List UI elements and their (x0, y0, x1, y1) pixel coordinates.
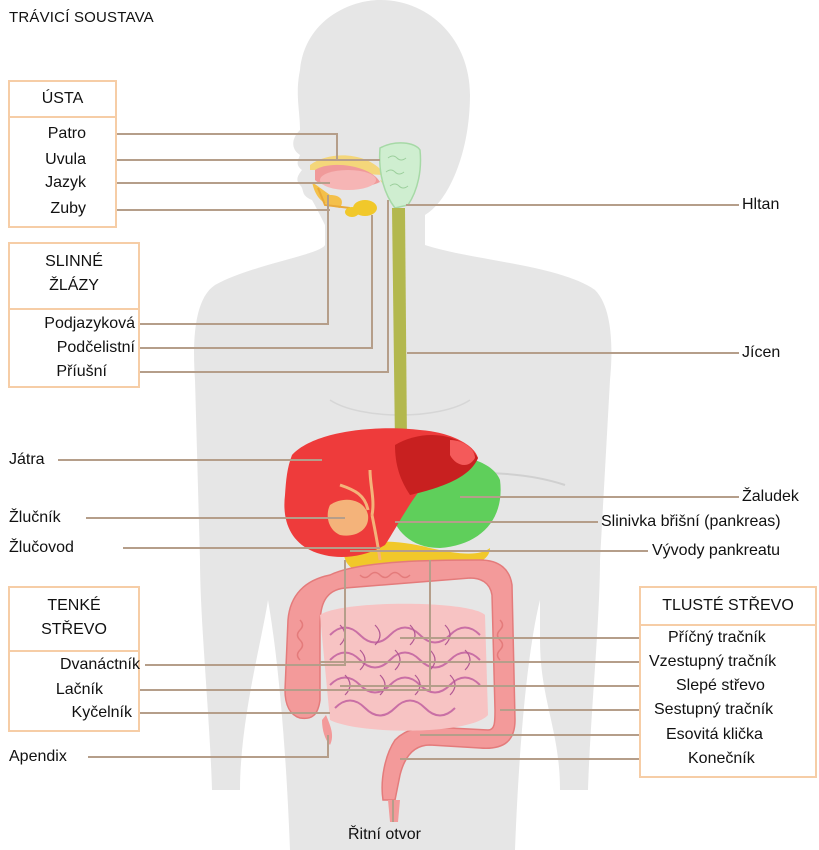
label-hltan: Hltan (742, 195, 779, 215)
salivary-heading-line2: ŽLÁZY (10, 274, 138, 298)
label-apendix: Apendix (9, 747, 67, 767)
diagram-title: TRÁVICÍ SOUSTAVA (9, 9, 154, 26)
salivary-group-heading: SLINNÉ ŽLÁZY (10, 244, 138, 310)
label-zuby: Zuby (10, 199, 86, 219)
small-intestine-heading: TENKÉ STŘEVO (10, 588, 138, 652)
label-jatra: Játra (9, 450, 45, 470)
label-ritni-otvor: Řitní otvor (348, 825, 421, 845)
small-intestine-heading-line1: TENKÉ (10, 594, 138, 618)
label-jicen: Jícen (742, 343, 780, 363)
label-priusni: Příušní (10, 362, 107, 382)
label-jazyk: Jazyk (10, 173, 86, 193)
large-intestine-heading: TLUSTÉ STŘEVO (641, 588, 815, 626)
label-vyvody-pankreatu: Vývody pankreatu (652, 541, 780, 561)
label-konecnik: Konečník (688, 749, 755, 769)
label-zaludek: Žaludek (742, 487, 799, 507)
label-slepe-strevo: Slepé střevo (676, 676, 765, 696)
label-kycelnik: Kyčelník (10, 703, 132, 723)
label-podcelistni: Podčelistní (10, 338, 135, 358)
small-intestine-heading-line2: STŘEVO (10, 618, 138, 642)
label-patro: Patro (10, 124, 86, 144)
label-uvula: Uvula (10, 150, 86, 170)
salivary-heading-line1: SLINNÉ (10, 250, 138, 274)
label-sestupny-tracnik: Sestupný tračník (654, 700, 773, 720)
label-zlucovod: Žlučovod (9, 538, 74, 558)
mouth-group-heading: ÚSTA (10, 82, 115, 118)
label-podjazykova: Podjazyková (10, 314, 135, 334)
label-pricny-tracnik: Příčný tračník (668, 628, 766, 648)
label-zlucnik: Žlučník (9, 508, 61, 528)
label-dvanactnik: Dvanáctník (10, 655, 140, 675)
label-lacnik: Lačník (10, 680, 103, 700)
label-slinivka: Slinivka břišní (pankreas) (601, 512, 781, 532)
label-vzestupny-tracnik: Vzestupný tračník (649, 652, 776, 672)
label-esovita-klicka: Esovitá klička (666, 725, 763, 745)
